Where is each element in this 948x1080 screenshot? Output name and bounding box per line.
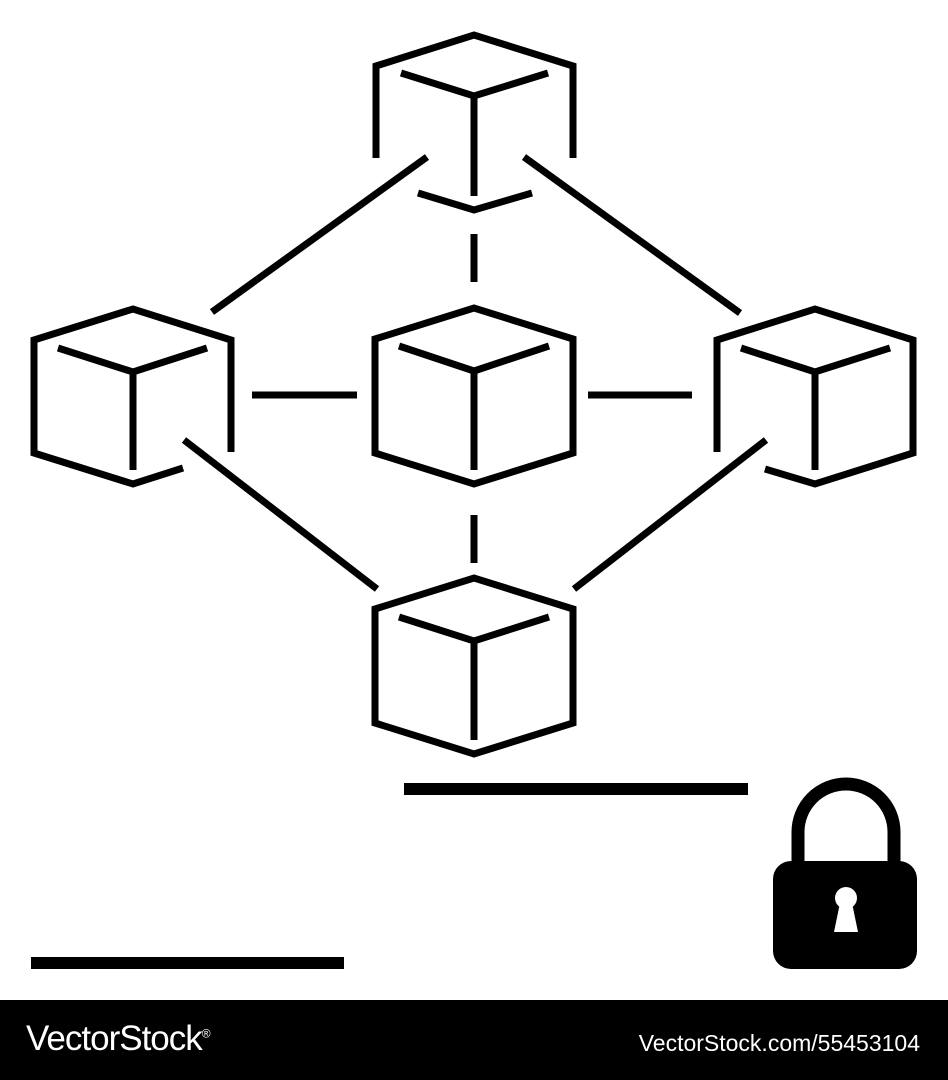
footer-bar: VectorStock® VectorStock.com/55453104 [0, 1000, 948, 1080]
logo-text: VectorStock [26, 1019, 203, 1058]
logo-mark: ® [201, 1026, 211, 1041]
cube-center-icon [371, 304, 577, 488]
decorative-line-upper [404, 783, 748, 795]
cube-right-icon [713, 305, 917, 488]
connector-left-bottom [181, 437, 380, 592]
connector-right-bottom [571, 437, 769, 592]
cube-bottom-icon [371, 574, 577, 758]
keyhole-icon [834, 887, 858, 932]
connector-top-left [209, 154, 430, 315]
connector-top-right [521, 154, 743, 316]
padlock-icon [773, 777, 917, 969]
network-connectors [181, 154, 769, 592]
decorative-line-lower [31, 957, 344, 969]
cube-top-icon [372, 31, 577, 214]
blockchain-network-diagram [30, 31, 917, 969]
image-id-text: VectorStock.com/55453104 [638, 1030, 920, 1056]
cube-left-icon [30, 305, 235, 488]
vectorstock-logo: VectorStock® [26, 1019, 211, 1059]
